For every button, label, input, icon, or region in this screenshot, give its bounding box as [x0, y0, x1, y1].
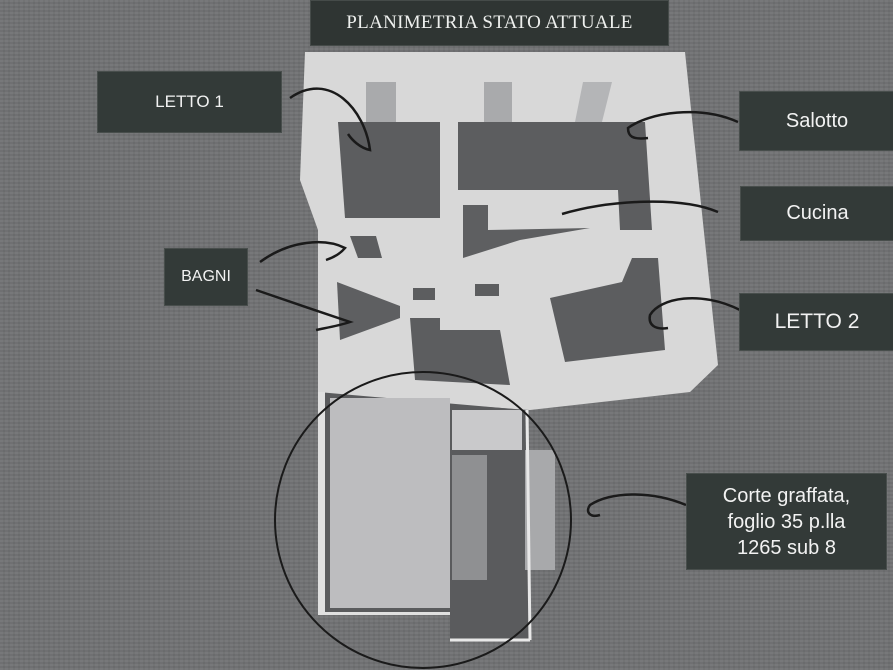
courtyard-stair: [452, 410, 522, 450]
courtyard-steps: [452, 455, 487, 580]
label-bagni: BAGNI: [164, 248, 248, 306]
room-cucina: [463, 205, 590, 258]
label-salotto: Salotto: [739, 91, 893, 151]
window-3: [575, 82, 612, 122]
arrow-bagni-2: [255, 288, 354, 332]
arrow-salotto: [626, 111, 739, 140]
arrow-letto-1: [289, 87, 372, 152]
room-letto-2: [550, 258, 665, 362]
room-salotto: [458, 122, 652, 230]
label-letto-2: LETTO 2: [739, 293, 893, 351]
window-2: [484, 82, 512, 122]
window-1: [366, 82, 396, 122]
label-letto-1: LETTO 1: [97, 71, 282, 133]
arrow-corte: [586, 493, 687, 517]
plan-title: PLANIMETRIA STATO ATTUALE: [310, 0, 669, 46]
courtyard-circle: [274, 371, 572, 669]
courtyard-terrace: [330, 398, 450, 608]
label-cucina: Cucina: [740, 186, 893, 241]
arrow-cucina: [561, 200, 719, 216]
room-bagno-2: [337, 282, 400, 340]
room-bagno-1: [350, 236, 382, 258]
room-disimpegno-b: [475, 284, 499, 296]
arrow-bagni-1: [259, 241, 347, 264]
room-disimpegno-a: [413, 288, 435, 300]
label-corte-graffata: Corte graffata, foglio 35 p.lla 1265 sub…: [686, 473, 887, 570]
room-central: [410, 318, 510, 385]
arrow-letto-2: [648, 297, 741, 330]
room-letto-1: [338, 122, 440, 218]
